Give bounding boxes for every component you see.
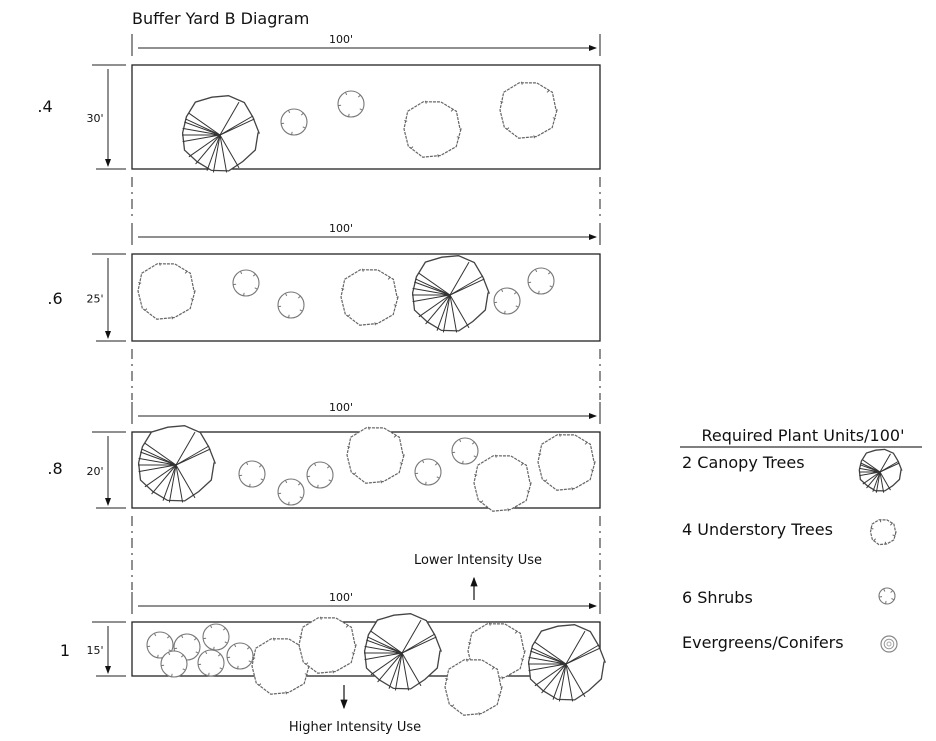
shrub-icon: [202, 623, 230, 651]
legend: Required Plant Units/100' 2 Canopy Trees…: [680, 426, 922, 653]
evergreen-icon: [880, 635, 898, 653]
intensity-factor: 1: [60, 641, 70, 660]
understory-tree-icon: [346, 426, 405, 484]
understory-tree-icon: [298, 616, 357, 674]
shrub-icon: [277, 291, 305, 319]
legend-item-canopy: 2 Canopy Trees: [682, 453, 805, 472]
shrub-icon: [337, 90, 365, 118]
lower-intensity-annotation: Lower Intensity Use: [414, 553, 542, 600]
lower-intensity-label: Lower Intensity Use: [414, 553, 542, 568]
canopy-tree-icon: [137, 425, 217, 503]
depth-label: 25': [86, 293, 103, 306]
understory-tree-icon: [473, 454, 532, 512]
understory-tree-icon: [403, 100, 462, 158]
buffer-strip: [131, 64, 601, 170]
depth-label: 15': [86, 644, 103, 657]
legend-item-evergreens: Evergreens/Conifers: [682, 633, 844, 652]
understory-tree-icon: [499, 81, 558, 139]
canopy-tree-icon: [527, 624, 607, 702]
understory-tree-icon: [869, 519, 897, 546]
canopy-tree-icon: [363, 613, 443, 691]
shrub-icon: [232, 269, 260, 297]
understory-tree-icon: [340, 268, 399, 326]
legend-item-shrubs: 6 Shrubs: [682, 588, 753, 607]
buffer-row: 100' 25' .6: [47, 222, 601, 400]
diagram-title: Buffer Yard B Diagram: [132, 9, 309, 28]
intensity-factor: .6: [47, 289, 62, 308]
length-label: 100': [329, 222, 353, 235]
shrub-icon: [414, 458, 442, 486]
depth-label: 20': [86, 465, 103, 478]
shrub-icon: [197, 649, 225, 677]
length-label: 100': [329, 33, 353, 46]
shrub-icon: [306, 461, 334, 489]
higher-intensity-annotation: Higher Intensity Use: [289, 685, 421, 735]
shrub-icon: [146, 631, 174, 659]
higher-intensity-label: Higher Intensity Use: [289, 720, 421, 735]
buffer-row: 100' 15' 1: [60, 591, 601, 677]
legend-title: Required Plant Units/100': [702, 426, 905, 445]
length-label: 100': [329, 401, 353, 414]
intensity-factor: .8: [47, 459, 62, 478]
understory-tree-icon: [444, 658, 503, 716]
legend-item-understory: 4 Understory Trees: [682, 520, 833, 539]
buffer-strip: [131, 253, 601, 342]
shrub-icon: [878, 587, 896, 605]
understory-tree-icon: [537, 433, 596, 491]
shrub-icon: [277, 478, 305, 506]
shrub-icon: [527, 267, 555, 295]
length-label: 100': [329, 591, 353, 604]
depth-label: 30': [86, 112, 103, 125]
shrub-icon: [493, 287, 521, 315]
canopy-tree-icon: [181, 95, 261, 173]
shrub-icon: [451, 437, 479, 465]
shrub-icon: [238, 460, 266, 488]
intensity-factor: .4: [37, 97, 52, 116]
understory-tree-icon: [137, 262, 196, 320]
canopy-tree-icon: [858, 448, 903, 493]
shrub-icon: [226, 642, 254, 670]
canopy-tree-icon: [411, 255, 491, 333]
shrub-icon: [280, 108, 308, 136]
shrub-icon: [160, 650, 188, 678]
buffer-row: 100' 30' .4: [37, 33, 601, 221]
